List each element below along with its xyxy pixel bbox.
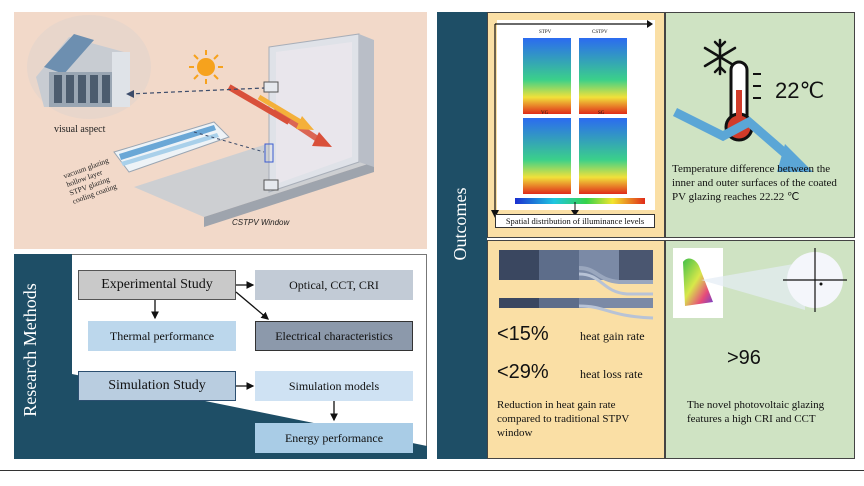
illuminance-panel-label: CSTPV	[592, 30, 608, 35]
cri-caption: The novel photovoltaic glazing features …	[687, 399, 825, 425]
heat-flow-graphic	[499, 250, 654, 320]
sun-icon	[189, 50, 223, 84]
bottom-divider	[0, 470, 864, 471]
cri-graphic	[673, 248, 847, 318]
illuminance-panel-label: SG	[598, 111, 605, 116]
research-methods-sidebar	[14, 254, 72, 459]
experimental-study-box: Experimental Study	[78, 270, 236, 300]
temperature-caption: Temperature difference between the inner…	[672, 163, 837, 203]
heat-gain-label: heat gain rate	[580, 329, 645, 343]
outcomes-sidebar	[437, 12, 487, 459]
illuminance-panel-label: STPV	[539, 30, 552, 35]
simulation-study-box: Simulation Study	[78, 371, 236, 401]
snowflake-icon	[703, 38, 737, 76]
window-label: CSTPV Window	[232, 218, 290, 227]
cri-value: >96	[727, 347, 761, 369]
heat-gain-value: <15%	[497, 323, 549, 345]
illuminance-panel-label: VG	[541, 111, 549, 116]
illuminance-map	[491, 20, 655, 218]
energy-performance-box: Energy performance	[255, 423, 413, 453]
visual-aspect-label: visual aspect	[54, 124, 106, 135]
heat-loss-value: <29%	[497, 361, 549, 383]
thermal-performance-box: Thermal performance	[88, 321, 236, 351]
illuminance-caption: Spatial distribution of illuminance leve…	[495, 214, 655, 228]
electrical-characteristics-box: Electrical characteristics	[255, 321, 413, 351]
heat-loss-label: heat loss rate	[580, 367, 643, 381]
temperature-graphic	[672, 38, 813, 172]
building-photo	[27, 15, 151, 119]
outcomes-title: Outcomes	[450, 187, 470, 261]
heat-caption: Reduction in heat gain rate compared to …	[497, 399, 630, 439]
window-illustration-svg	[27, 15, 374, 227]
trend-down-arrow	[672, 107, 813, 172]
optical-box: Optical, CCT, CRI	[255, 270, 413, 300]
temperature-value: 22℃	[775, 78, 825, 103]
simulation-models-box: Simulation models	[255, 371, 413, 401]
